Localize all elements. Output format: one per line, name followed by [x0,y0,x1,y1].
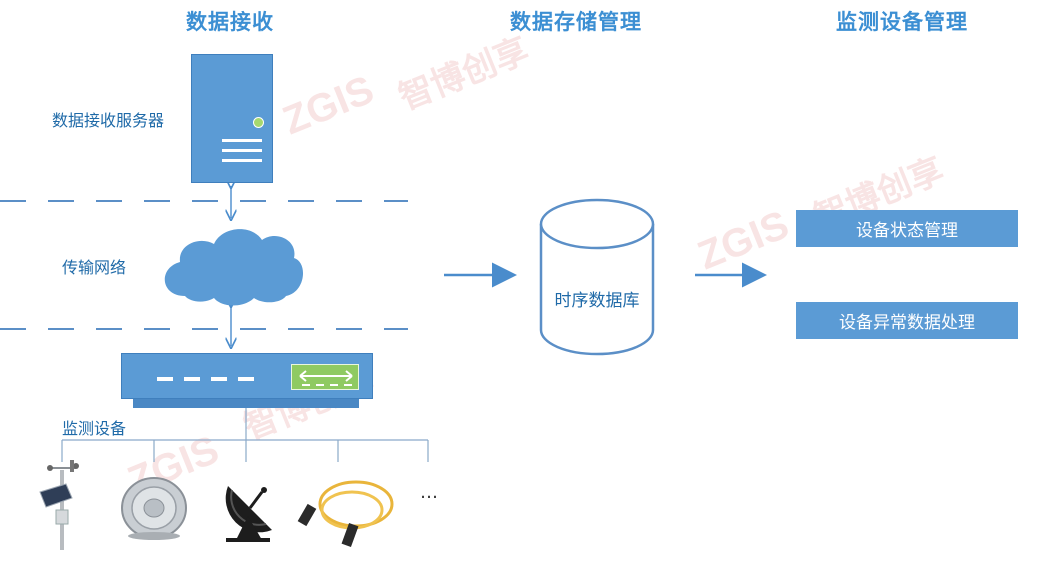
more-devices-ellipsis: … [420,482,438,503]
device-anomaly-processing-box: 设备异常数据处理 [796,302,1018,339]
switch-port [184,377,200,381]
network-switch-icon [121,353,373,399]
devices-label: 监测设备 [62,419,127,438]
server-slot [222,159,262,162]
server-led [253,117,264,128]
switch-port [211,377,227,381]
switch-port [157,377,173,381]
server-slot [222,139,262,142]
network-label: 传输网络 [62,258,127,277]
device-status-management-box: 设备状态管理 [796,210,1018,247]
fiber-optic-icon [297,480,394,548]
server-icon [191,54,273,183]
switch-panel [291,364,359,390]
switch-base [133,399,359,408]
server-slot [222,149,262,152]
column-title-monitor: 监测设备管理 [836,10,968,34]
column-title-storage: 数据存储管理 [510,10,642,34]
cloud-icon [164,229,304,306]
database-label: 时序数据库 [554,291,640,311]
double-arrow-icon [299,370,353,386]
survey-benchmark-icon [121,477,187,540]
weather-station-icon [39,460,79,550]
server-label: 数据接收服务器 [52,111,165,130]
svg-text:ZGIS: ZGIS [692,203,795,279]
switch-port [238,377,254,381]
device-tree-lines [61,408,429,462]
database-icon [539,198,655,356]
satellite-dish-icon [225,486,272,542]
column-title-receive: 数据接收 [186,10,274,34]
svg-text:智博创享: 智博创享 [394,31,534,117]
svg-text:ZGIS: ZGIS [277,68,380,144]
